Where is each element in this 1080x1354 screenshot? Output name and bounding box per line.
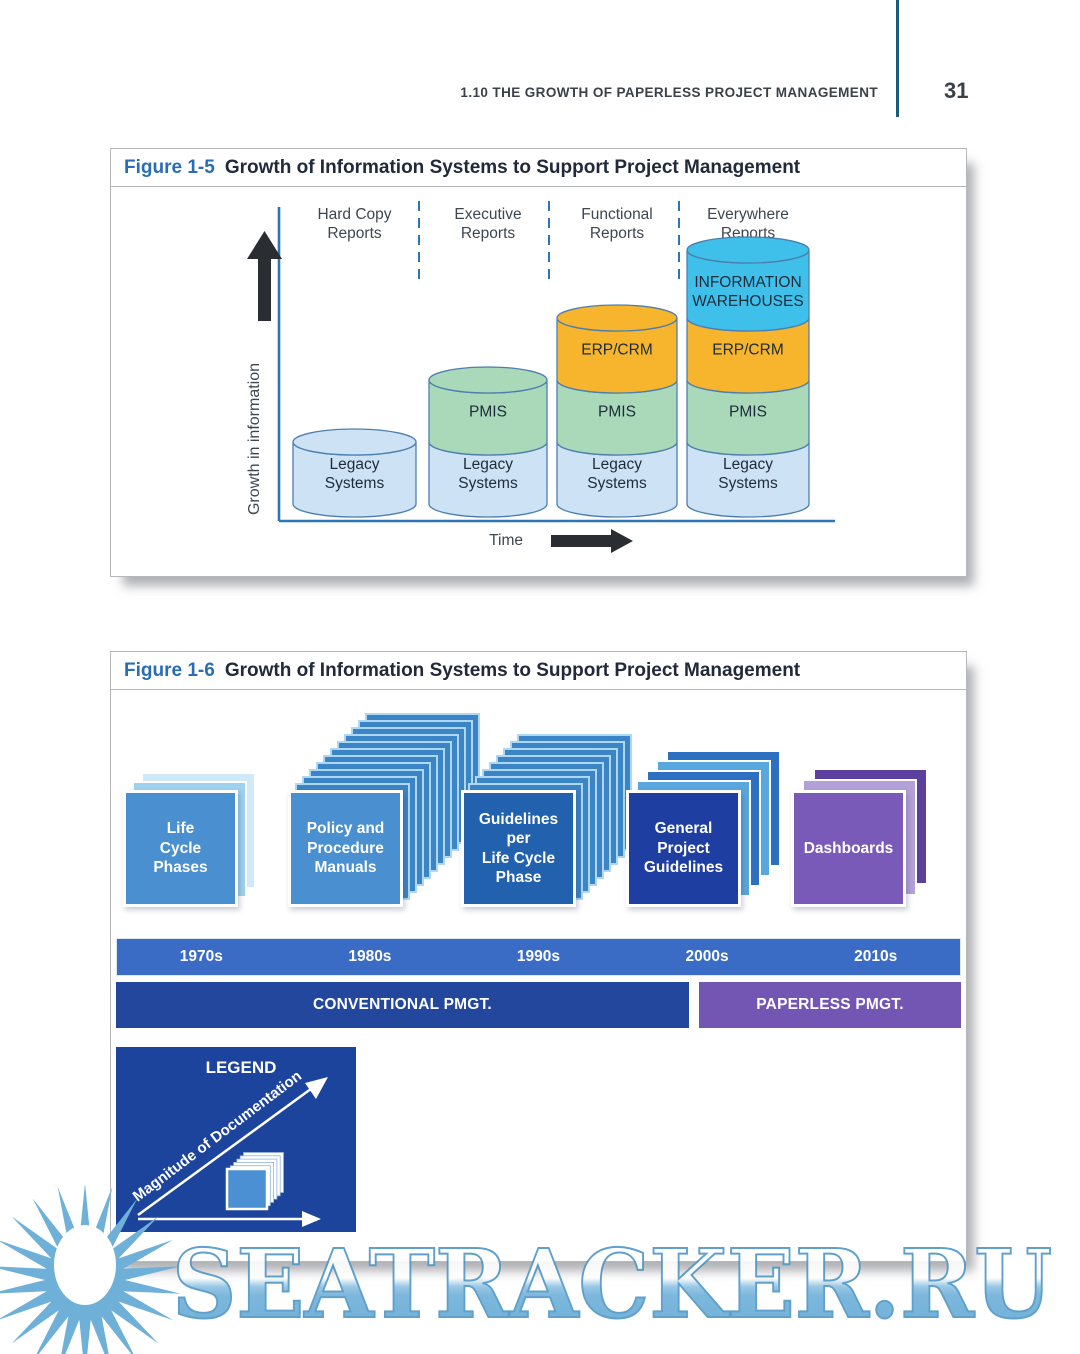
page-number: 31	[944, 78, 969, 103]
decades-timeline-bar: 1970s 1980s 1990s 2000s 2010s	[116, 938, 961, 976]
doc-stack-front-card: Dashboards	[791, 790, 906, 907]
time-arrow-head	[611, 529, 633, 553]
segment-label: PMIS	[729, 403, 767, 420]
decade-2000s: 2000s	[685, 948, 729, 965]
decade-1990s: 1990s	[516, 948, 561, 965]
legend-doc-icon	[225, 1167, 269, 1211]
era-conventional-pmgt: CONVENTIONAL PMGT.	[116, 982, 689, 1028]
cylinder-cap	[686, 236, 810, 264]
cylinder-cap	[428, 366, 548, 394]
figure-1-6-caption: Growth of Information Systems to Support…	[224, 659, 801, 681]
figure-1-6-label: Figure 1-6	[124, 659, 215, 681]
figure-1-5-box: Figure 1-5 Growth of Information Systems…	[110, 148, 967, 577]
cylinder-cap	[292, 428, 417, 456]
running-header: 1.10 THE GROWTH OF PAPERLESS PROJECT MAN…	[460, 85, 878, 100]
figure-1-5-label: Figure 1-5	[124, 156, 215, 178]
cylinder-cap	[556, 304, 678, 332]
figure-1-5-caption: Growth of Information Systems to Support…	[224, 156, 801, 178]
header-divider	[896, 0, 899, 117]
sunburst-center	[54, 1225, 116, 1305]
decade-2010s: 2010s	[854, 948, 898, 965]
decade-1970s: 1970s	[179, 948, 223, 965]
era-paperless-pmgt: PAPERLESS PMGT.	[699, 982, 961, 1028]
decade-1980s: 1980s	[348, 948, 392, 965]
segment-label: ERP/CRM	[712, 341, 783, 358]
time-arrow-shaft	[551, 535, 611, 547]
x-axis-label: Time	[489, 532, 523, 549]
segment-label: PMIS	[469, 403, 507, 420]
growth-arrow-shaft	[258, 255, 271, 321]
segment-label: ERP/CRM	[581, 341, 652, 358]
segment-label: PMIS	[598, 403, 636, 420]
growth-arrow-head	[247, 231, 282, 259]
figure-1-6-title: Figure 1-6 Growth of Information Systems…	[111, 652, 966, 690]
horizontal-arrow-head	[302, 1211, 321, 1227]
magnitude-arrow-head	[305, 1077, 328, 1099]
doc-stack-label: Dashboards	[803, 839, 894, 857]
y-axis-label: Growth in information	[246, 363, 263, 515]
era-bars-row: CONVENTIONAL PMGT. PAPERLESS PMGT.	[116, 982, 961, 1028]
figure-1-6-box: Figure 1-6 Growth of Information Systems…	[110, 651, 967, 1262]
legend-title: LEGEND	[206, 1058, 277, 1077]
figure-1-5-title: Figure 1-5 Growth of Information Systems…	[111, 149, 966, 187]
